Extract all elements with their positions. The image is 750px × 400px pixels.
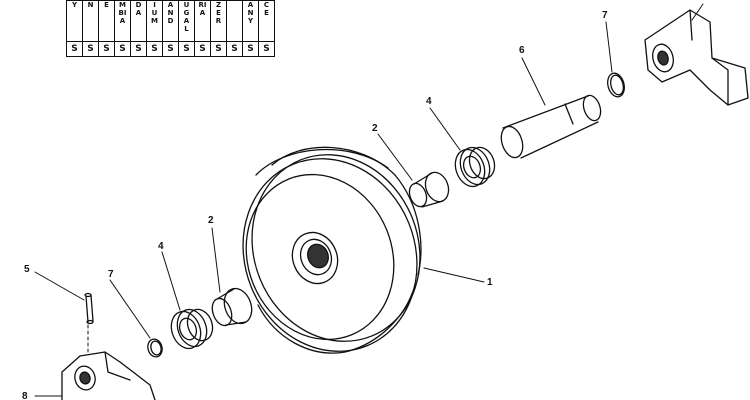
callout-4-lower: 4	[158, 241, 164, 252]
callout-5: 5	[24, 264, 30, 275]
idler-wheel	[242, 146, 422, 354]
column-header-text: MBIA	[118, 1, 127, 25]
column-header-text: N	[87, 1, 94, 9]
bracket-upper	[644, 9, 749, 106]
callout-labels: 1 2 4 6 7 2 4 7 5 8	[22, 10, 608, 400]
leader-lines	[34, 3, 704, 397]
leader-line	[423, 267, 485, 283]
callout-4-upper: 4	[426, 96, 432, 107]
table-cell: S	[242, 41, 259, 57]
bushing-upper	[408, 171, 450, 208]
callout-1: 1	[487, 277, 493, 288]
table-value-row: S S S S S S S S S S S S S	[66, 41, 275, 57]
leader-line	[161, 251, 181, 311]
column-header-text: UGAL	[183, 1, 190, 33]
leader-line	[605, 21, 613, 73]
column-header-text: DA	[135, 1, 142, 17]
callout-2-lower: 2	[208, 215, 214, 226]
column-header-text: ZER	[215, 1, 222, 25]
callout-8-lower: 8	[22, 391, 28, 400]
ring-upper	[607, 72, 625, 98]
leader-line	[377, 133, 413, 181]
column-header-text: RIA	[198, 1, 207, 17]
leader-line	[211, 227, 221, 293]
table-cell: S	[258, 41, 275, 57]
table-header-row: Y N E MBIA DA IUM AND UGAL RIA ZER ANY C…	[66, 0, 275, 42]
callout-7-lower: 7	[108, 269, 114, 280]
leader-line	[521, 57, 546, 106]
seal-upper	[454, 146, 496, 188]
leader-line	[429, 107, 461, 151]
bushing-lower	[211, 287, 253, 327]
callout-2-upper: 2	[372, 123, 378, 134]
callout-7-upper: 7	[602, 10, 608, 21]
column-header: ZER	[210, 0, 227, 42]
leader-line	[109, 279, 151, 339]
column-header-text: IUM	[151, 1, 158, 25]
column-header-text: CE	[263, 1, 270, 17]
shaft	[500, 94, 602, 159]
leader-line	[34, 271, 85, 301]
table-cell: S	[66, 41, 83, 57]
column-header-text: ANY	[247, 1, 254, 25]
column-header: MBIA	[114, 0, 131, 42]
column-header-text: AND	[167, 1, 174, 25]
seal-lower	[170, 308, 214, 350]
column-header-text: Y	[71, 1, 78, 9]
table-cell: S	[210, 41, 227, 57]
table-cell: S	[226, 41, 243, 57]
country-applicability-table: Y N E MBIA DA IUM AND UGAL RIA ZER ANY C…	[66, 0, 275, 57]
column-header: AND	[162, 0, 179, 42]
bracket-lower	[61, 351, 156, 400]
table-cell: S	[130, 41, 147, 57]
ring-lower	[147, 338, 163, 358]
column-header: CE	[258, 0, 275, 42]
column-header-text: E	[104, 1, 109, 9]
callout-6: 6	[519, 45, 525, 56]
pin-small	[84, 292, 94, 325]
leader-line	[691, 3, 704, 21]
